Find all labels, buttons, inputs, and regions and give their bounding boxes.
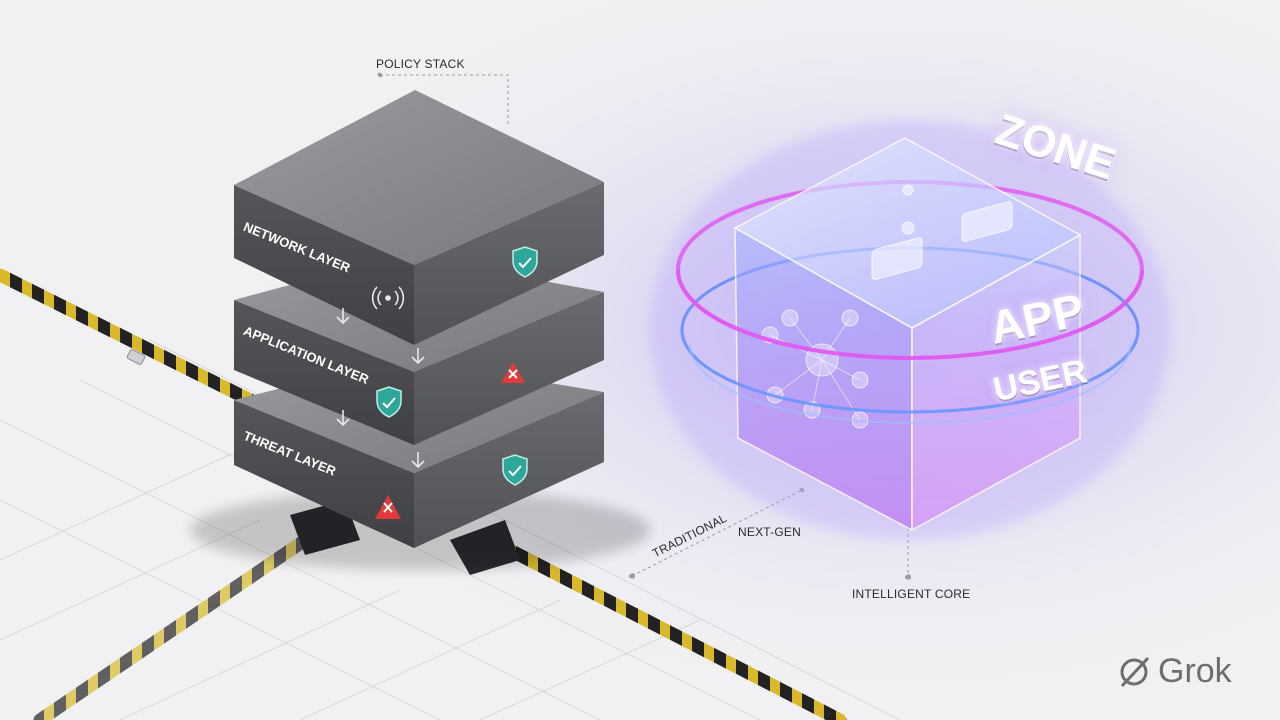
intelligent-core-label: INTELLIGENT CORE: [852, 587, 971, 601]
shield-check-icon: [512, 246, 538, 278]
intelligent-core-cube: [650, 120, 1170, 540]
wireless-signal-icon: [371, 286, 405, 310]
grok-logo-icon: [1120, 656, 1150, 687]
shield-check-icon: [376, 386, 402, 418]
brand-name: Grok: [1158, 652, 1232, 690]
warning-x-icon: [375, 495, 401, 519]
warning-x-icon: [501, 362, 525, 383]
arrow-down-icon: [336, 308, 425, 469]
next-gen-label: NEXT-GEN: [738, 525, 801, 539]
policy-stack: [190, 90, 650, 570]
policy-stack-label: POLICY STACK: [376, 57, 465, 71]
shield-check-icon: [502, 454, 528, 486]
brand-watermark: Grok: [1116, 652, 1232, 691]
policy-stack-leader: [377, 72, 509, 124]
network-layer-slab: [234, 90, 604, 345]
